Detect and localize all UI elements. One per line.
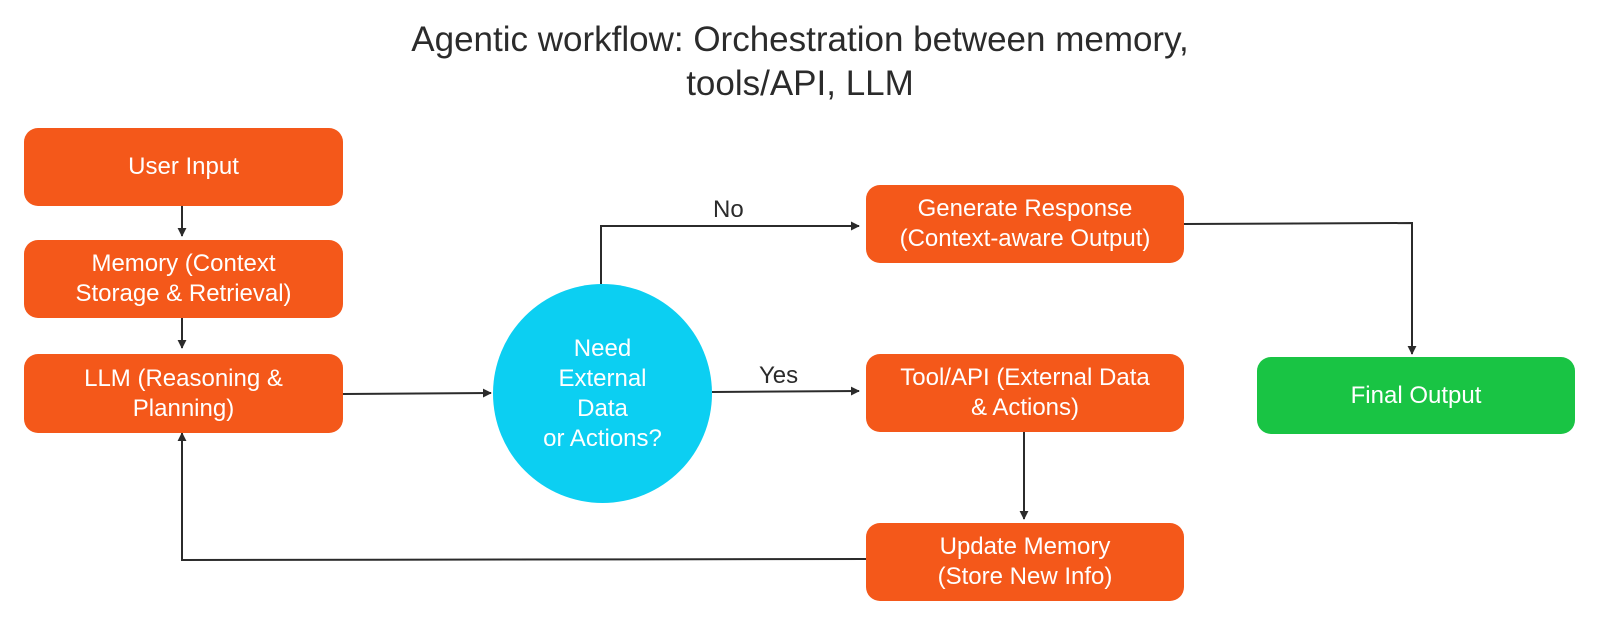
edge-decision-to-tool-api <box>711 386 860 396</box>
decision-label: Need External Data or Actions? <box>543 334 662 452</box>
memory-label: Memory (Context Storage & Retrieval) <box>75 250 292 307</box>
update-memory-node: Update Memory (Store New Info) <box>866 523 1184 601</box>
edge-decision-to-generate-response <box>600 221 860 284</box>
update-memory-label: Update Memory (Store New Info) <box>937 533 1113 590</box>
memory-node: Memory (Context Storage & Retrieval) <box>24 240 343 318</box>
edge-label-no: No <box>713 196 744 223</box>
final-output-label: Final Output <box>1350 381 1482 409</box>
llm-node: LLM (Reasoning & Planning) <box>24 354 343 433</box>
llm-label: LLM (Reasoning & Planning) <box>84 364 283 422</box>
user-input-label: User Input <box>128 153 239 180</box>
tool-api-label: Tool/API (External Data & Actions) <box>900 364 1150 421</box>
diagram-title: Agentic workflow: Orchestration between … <box>0 18 1600 106</box>
tool-api-node: Tool/API (External Data & Actions) <box>866 354 1184 432</box>
edge-label-yes: Yes <box>759 362 799 389</box>
generate-response-label: Generate Response (Context-aware Output) <box>899 195 1151 252</box>
user-input-node: User Input <box>24 128 343 206</box>
edge-generate-response-to-final-output <box>1183 221 1417 355</box>
final-output-node: Final Output <box>1257 357 1575 434</box>
decision-node: Need External Data or Actions? <box>493 284 712 503</box>
edge-llm-to-decision <box>342 388 492 398</box>
edge-update-memory-to-llm <box>177 432 867 562</box>
title-line-2: tools/API, LLM <box>686 64 914 103</box>
title-line-1: Agentic workflow: Orchestration between … <box>411 20 1189 59</box>
generate-response-node: Generate Response (Context-aware Output) <box>866 185 1184 263</box>
